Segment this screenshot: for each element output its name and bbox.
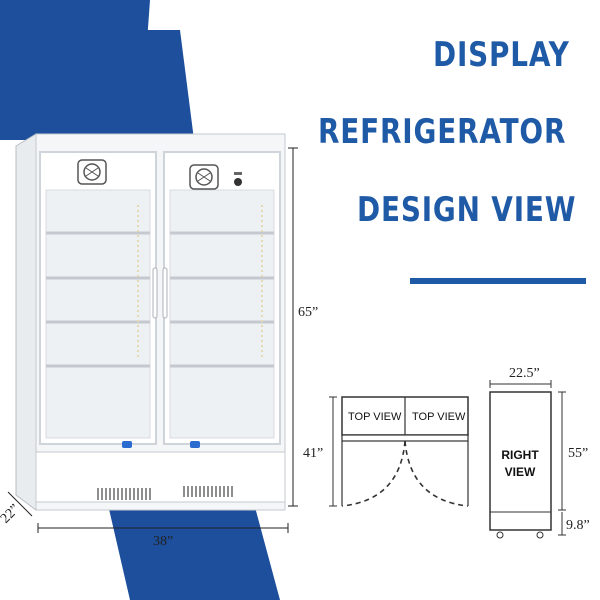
- title-line-2: REFRIGERATOR: [318, 112, 567, 152]
- base-height-label: 9.8”: [566, 518, 590, 533]
- right-door-glass: [169, 189, 275, 439]
- width-dimension-line: [37, 523, 289, 533]
- caster-wheel: [536, 531, 544, 539]
- fridge-base: [35, 451, 286, 503]
- height-dimension-line: [288, 147, 298, 507]
- title-line-1: DISPLAY: [433, 35, 570, 75]
- height-label: 65”: [298, 305, 319, 320]
- vent-grille-right: [183, 486, 233, 497]
- side-height-line: [558, 391, 566, 536]
- width-label: 38”: [153, 534, 174, 549]
- depth-dimension-line: [7, 491, 33, 517]
- left-door-handle: [152, 267, 158, 319]
- door-swing-arc-right: [404, 440, 469, 507]
- top-view-depth-label: 41”: [303, 446, 324, 461]
- caster-wheel: [496, 531, 504, 539]
- right-door-badge: [190, 441, 200, 448]
- left-door-badge: [122, 441, 132, 448]
- title-line-3: DESIGN VIEW: [357, 190, 577, 230]
- right-view-box: [489, 391, 552, 531]
- thermostat-knob-icon: [234, 172, 242, 186]
- left-door-glass: [45, 189, 151, 439]
- side-width-label: 22.5”: [509, 366, 540, 381]
- side-height-label: 55”: [568, 446, 589, 461]
- right-view-label-line2: VIEW: [504, 465, 536, 479]
- fan-icon: [77, 159, 107, 185]
- fan-icon: [189, 164, 219, 190]
- title-underline: [410, 278, 586, 284]
- shelf-rails: [137, 205, 263, 360]
- top-view-right-label: TOP VIEW: [412, 411, 466, 423]
- right-view-label-line1: RIGHT: [501, 448, 539, 462]
- right-door-handle: [162, 267, 168, 319]
- right-shelves: [170, 231, 274, 368]
- top-view-left-label: TOP VIEW: [348, 411, 402, 423]
- vent-grille-left: [97, 488, 151, 500]
- door-swing-arc-left: [341, 440, 406, 507]
- top-view-depth-line: [329, 396, 337, 507]
- right-view-label: RIGHT VIEW: [490, 447, 550, 481]
- side-width-line: [489, 380, 552, 388]
- left-shelves: [46, 231, 150, 368]
